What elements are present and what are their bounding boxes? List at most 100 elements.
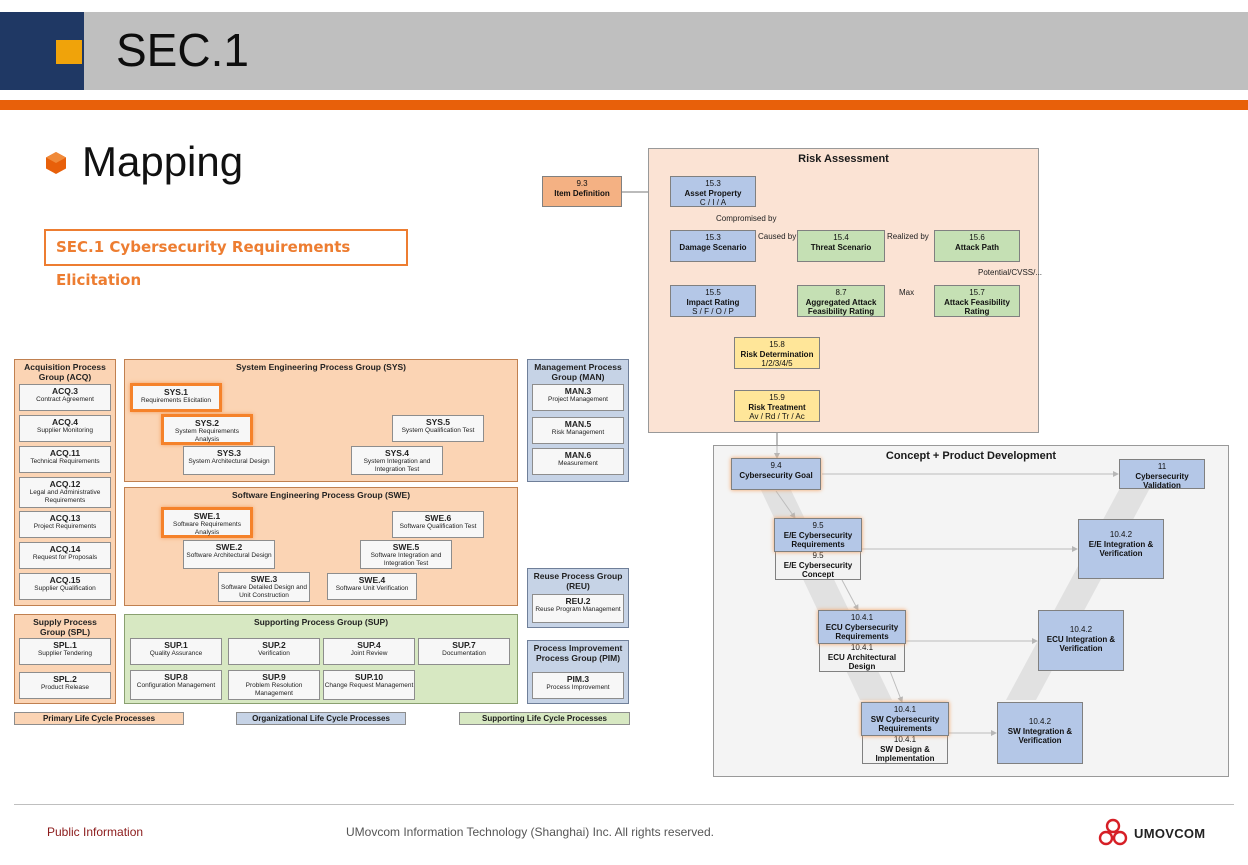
process-name: Risk Management: [551, 429, 605, 436]
process-id: SUP.9: [262, 672, 286, 682]
acq-group-title: Acquisition Process Group (ACQ): [24, 362, 106, 382]
node-num: 10.4.2: [1109, 530, 1133, 539]
sys-group-title: System Engineering Process Group (SYS): [235, 362, 407, 372]
process-id: MAN.5: [564, 419, 592, 429]
process-id: SYS.1: [163, 387, 189, 397]
node-name: Cybersecurity Goal: [739, 470, 813, 480]
title-bar-square: [56, 40, 82, 64]
process-name: Joint Review: [350, 650, 388, 657]
process-id: SWE.5: [392, 542, 420, 552]
legend-primary: Primary Life Cycle Processes: [14, 712, 184, 725]
process-name: Project Management: [548, 396, 608, 403]
realized-label: Realized by: [887, 232, 929, 241]
node-num: 8.7: [835, 288, 847, 297]
process-id: MAN.3: [564, 386, 592, 396]
node-name: Damage Scenario: [679, 242, 747, 252]
process-id: ACQ.12: [49, 479, 81, 489]
node-num: 10.4.1: [850, 613, 874, 622]
process-id: ACQ.3: [52, 386, 78, 396]
node-num: 15.6: [969, 233, 985, 242]
node-name: Asset Property: [684, 188, 742, 198]
footer-copyright: UMovcom Information Technology (Shanghai…: [346, 825, 714, 839]
process-name: Verification: [258, 650, 290, 657]
process-id: ACQ.13: [49, 513, 81, 523]
process-name: Software Unit Verification: [335, 585, 409, 592]
node-name: Threat Scenario: [810, 242, 872, 252]
node-name: E/E Integration & Verification: [1088, 539, 1154, 559]
process-name: Software Architectural Design: [186, 552, 272, 559]
process-name: System Integration and Integration Test: [363, 458, 431, 473]
process-id: SPL.2: [53, 674, 77, 684]
brand-name: UMOVCOM: [1134, 826, 1206, 841]
process-id: SWE.3: [250, 574, 278, 584]
node-num: 9.5: [812, 521, 824, 530]
node-name: Aggregated Attack Feasibility Rating: [805, 297, 877, 317]
process-id: SWE.6: [424, 513, 452, 523]
process-id: REU.2: [565, 596, 591, 606]
concept-development-panel: Concept + Product Development: [713, 445, 1229, 777]
pim-group-title: Process Improvement Process Group (PIM): [533, 643, 623, 663]
title-bar: [0, 12, 1248, 90]
process-name: System Architectural Design: [188, 458, 270, 465]
node-num: 10.4.1: [850, 643, 874, 652]
process-id: SUP.1: [164, 640, 188, 650]
swe-group-title: Software Engineering Process Group (SWE): [231, 490, 411, 500]
process-name: Software Detailed Design and Unit Constr…: [221, 584, 307, 599]
process-id: SYS.5: [425, 417, 451, 427]
node-num: 15.9: [769, 393, 785, 402]
node-name: SW Integration & Verification: [1007, 726, 1073, 746]
node-name: Attack Feasibility Rating: [944, 297, 1010, 317]
process-name: Configuration Management: [136, 682, 216, 689]
node-num: 10.4.2: [1028, 717, 1052, 726]
process-id: SWE.2: [215, 542, 243, 552]
footer-divider: [14, 804, 1234, 805]
hexagon-bullet-icon: [46, 152, 66, 174]
node-num: 15.7: [969, 288, 985, 297]
slide-title: SEC.1: [116, 24, 249, 76]
node-num: 10.4.2: [1069, 625, 1093, 634]
process-name: Request for Proposals: [32, 554, 98, 561]
process-id: SUP.8: [164, 672, 188, 682]
spl-group-title: Supply Process Group (SPL): [33, 617, 97, 637]
process-name: Legal and Administrative Requirements: [29, 489, 101, 504]
node-num: 9.3: [576, 179, 588, 188]
process-id: ACQ.15: [49, 575, 81, 585]
node-name: SW Design & Implementation: [875, 744, 935, 764]
node-name: E/E Cybersecurity Requirements: [783, 530, 853, 550]
node-name: Cybersecurity Validation: [1135, 471, 1189, 491]
node-num: 15.4: [833, 233, 849, 242]
process-name: Documentation: [442, 650, 486, 657]
process-id: SUP.4: [357, 640, 381, 650]
process-id: SYS.2: [194, 418, 220, 428]
